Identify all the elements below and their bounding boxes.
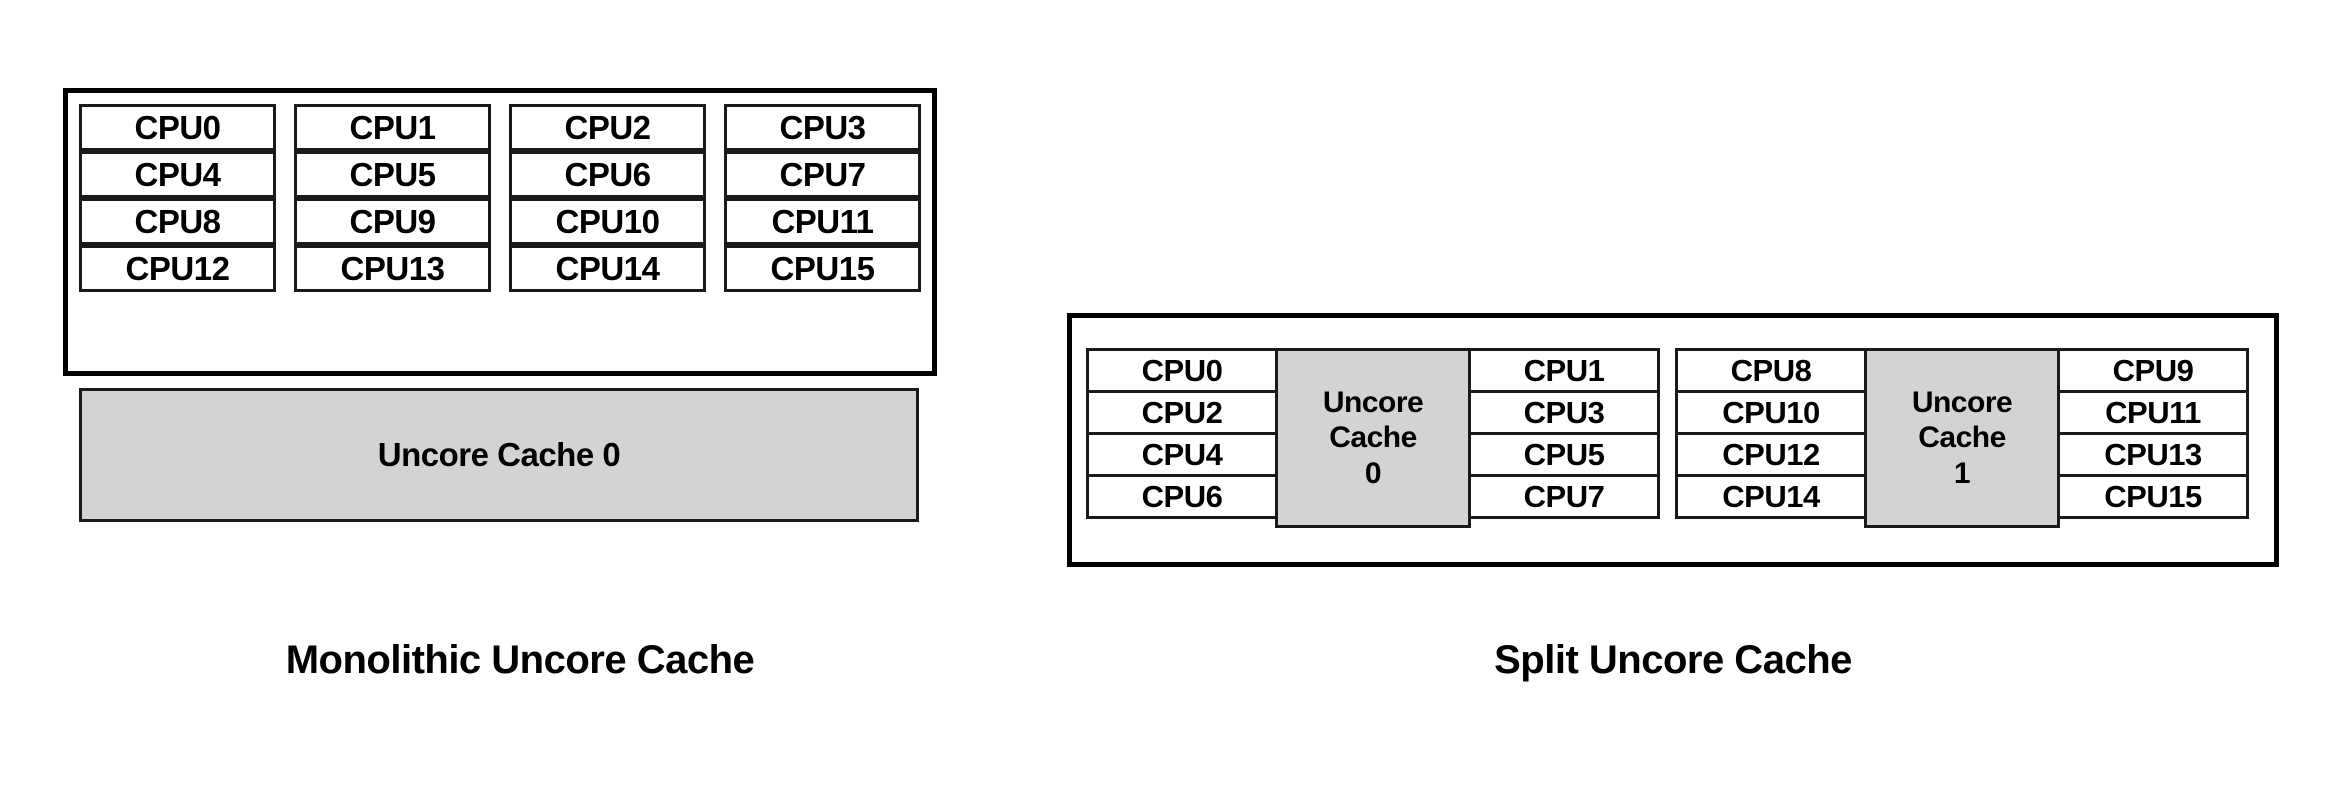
cache-label-line: Uncore [1911,385,2013,419]
cpu-box: CPU9 [294,198,491,245]
cpu-box: CPU14 [1675,474,1867,519]
split-cpu-column-left: CPU0 CPU2 CPU4 CPU6 [1086,348,1278,528]
cache-label-line: Cache [1329,421,1417,455]
cpu-box: CPU4 [1086,432,1278,477]
cpu-box: CPU12 [1675,432,1867,477]
split-cpu-column-right: CPU1 CPU3 CPU5 CPU7 [1468,348,1660,528]
cpu-box: CPU8 [1675,348,1867,393]
cache-label-line: Uncore [1322,385,1424,419]
split-caption: Split Uncore Cache [1494,638,1852,682]
cpu-box: CPU8 [79,198,276,245]
split-cpu-column-right: CPU9 CPU11 CPU13 CPU15 [2057,348,2249,528]
cpu-box: CPU1 [1468,348,1660,393]
cpu-box: CPU15 [724,245,921,292]
cpu-box: CPU14 [509,245,706,292]
cpu-box: CPU3 [724,104,921,151]
cpu-box: CPU0 [1086,348,1278,393]
cache-label-line: 0 [1364,456,1382,490]
cpu-box: CPU10 [1675,390,1867,435]
cpu-box: CPU10 [509,198,706,245]
split-cache-column: Uncore Cache 1 [1864,348,2060,528]
split-cpu-column-left: CPU8 CPU10 CPU12 CPU14 [1675,348,1867,528]
cpu-box: CPU13 [294,245,491,292]
split-cache-column: Uncore Cache 0 [1275,348,1471,528]
cpu-box: CPU9 [2057,348,2249,393]
cpu-box: CPU15 [2057,474,2249,519]
cache-label-line: Cache [1918,421,2006,455]
cpu-box: CPU11 [2057,390,2249,435]
monolithic-caption: Monolithic Uncore Cache [285,638,755,682]
cpu-box: CPU0 [79,104,276,151]
cpu-box: CPU13 [2057,432,2249,477]
cpu-box: CPU5 [294,151,491,198]
split-cache-half: CPU0 CPU2 CPU4 CPU6 Uncore Cache 0 CPU1 … [1086,348,1660,528]
cpu-box: CPU5 [1468,432,1660,477]
cpu-box: CPU6 [1086,474,1278,519]
cpu-box: CPU7 [1468,474,1660,519]
cache-label-line: 1 [1953,456,1971,490]
uncore-cache-box: Uncore Cache 0 [1275,348,1471,528]
uncore-cache-box: Uncore Cache 0 [79,388,919,522]
cpu-box: CPU12 [79,245,276,292]
cpu-box: CPU2 [1086,390,1278,435]
cpu-box: CPU2 [509,104,706,151]
cpu-box: CPU6 [509,151,706,198]
cpu-box: CPU11 [724,198,921,245]
monolithic-cpu-grid: CPU0 CPU1 CPU2 CPU3 CPU4 CPU5 CPU6 CPU7 … [79,104,921,292]
cpu-box: CPU7 [724,151,921,198]
cpu-box: CPU1 [294,104,491,151]
cpu-box: CPU3 [1468,390,1660,435]
cpu-box: CPU4 [79,151,276,198]
split-cache-half: CPU8 CPU10 CPU12 CPU14 Uncore Cache 1 CP… [1675,348,2249,528]
uncore-cache-box: Uncore Cache 1 [1864,348,2060,528]
